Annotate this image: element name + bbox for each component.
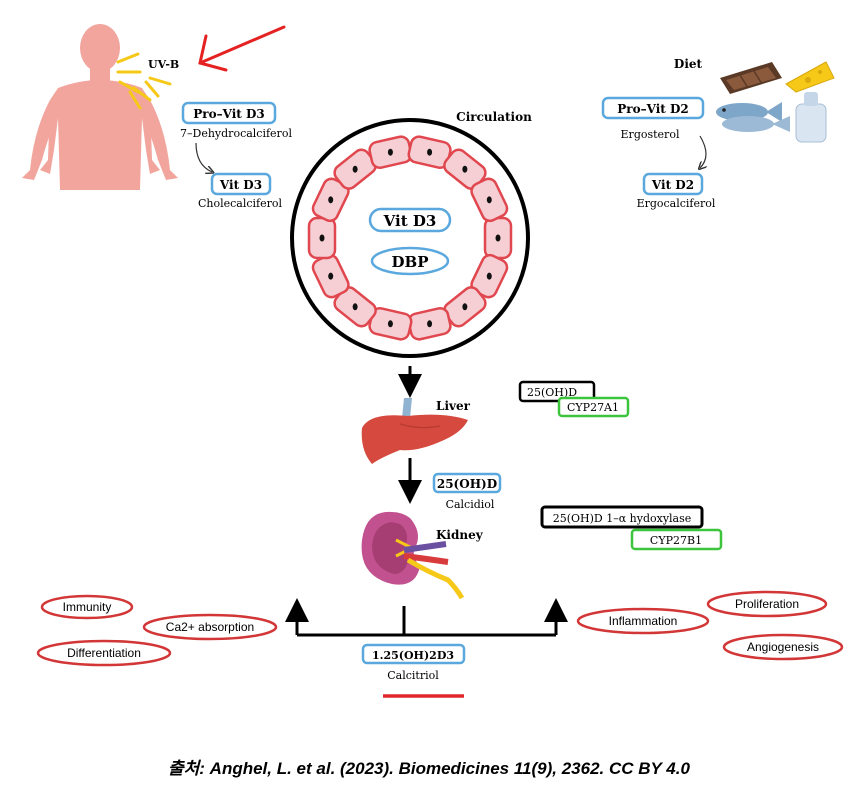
effect-ellipse-differentiation [36, 639, 172, 667]
calcidiol-box [432, 472, 502, 494]
pro-vit-d2-box [601, 96, 705, 120]
calcidiol-formula: 25(OH)D [437, 477, 497, 491]
chocolate-icon [720, 62, 782, 94]
liver-enzyme: CYP27A1 [567, 401, 619, 414]
d3-conversion-arrow [195, 142, 212, 172]
pro-vit-d2-name: Ergosterol [621, 128, 680, 141]
effect-ellipse-immunity [40, 594, 134, 620]
kidney-enzyme: CYP27B1 [650, 534, 702, 547]
effect-proliferation: Proliferation [735, 597, 799, 611]
effect-ca-absorption: Ca2+ absorption [166, 620, 254, 634]
pro-vit-d3-name: 7–Dehydrocalciferol [180, 127, 292, 140]
liver-enzyme-substrate-box [518, 380, 596, 403]
kidney-enzyme-box [630, 528, 723, 551]
effect-ellipse-angiogenesis [722, 633, 844, 661]
effect-ellipse-ca-absorption [142, 613, 278, 641]
liver-enzyme-box [557, 396, 630, 418]
vit-d3-box [210, 172, 272, 196]
calcitriol-box [361, 643, 466, 665]
fish-icon [716, 102, 790, 132]
uvb-label: UV-B [148, 58, 179, 71]
vit-d2-label: Vit D2 [651, 178, 694, 192]
kidney-enzyme-substrate-box [540, 505, 704, 529]
blood-cell-nucleus [462, 303, 468, 311]
blood-cell-nucleus [387, 148, 393, 156]
milk-bottle-icon [795, 92, 827, 143]
red-arrow-icon [198, 25, 286, 72]
vit-d2-name: Ergocalciferol [637, 197, 716, 210]
blood-cell-nucleus [352, 303, 358, 311]
circulation-label: Circulation [456, 110, 532, 124]
blood-cell-nucleus [486, 272, 492, 280]
calcitriol-formula: 1.25(OH)2D3 [372, 649, 454, 662]
blood-cell-nucleus [427, 320, 433, 328]
calcidiol-name: Calcidiol [446, 498, 495, 511]
pro-vit-d2-label: Pro–Vit D2 [617, 102, 688, 116]
blood-cell-nucleus [462, 165, 468, 173]
blood-cell-nucleus [328, 196, 334, 204]
liver-label: Liver [436, 399, 471, 413]
circulation-vit-d3-box [368, 207, 452, 233]
blood-cell-nucleus [328, 272, 334, 280]
circulation-vit-d3-label: Vit D3 [383, 212, 437, 230]
effect-ellipse-proliferation [706, 590, 828, 618]
diet-label: Diet [674, 57, 703, 71]
effect-ellipse-inflammation [576, 607, 710, 635]
blood-cell-nucleus [495, 234, 501, 242]
dbp-label: DBP [392, 253, 429, 271]
effect-immunity: Immunity [63, 600, 112, 614]
blood-cell-nucleus [427, 148, 433, 156]
blood-cell-nucleus [387, 320, 393, 328]
effect-inflammation: Inflammation [609, 614, 678, 628]
vit-d2-box [642, 172, 704, 196]
vit-d3-label: Vit D3 [219, 178, 262, 192]
blood-cell-nucleus [352, 165, 358, 173]
citation: 출처: Anghel, L. et al. (2023). Biomedicin… [168, 759, 690, 778]
pro-vit-d3-box [181, 101, 277, 125]
kidney-enzyme-substrate: 25(OH)D 1–α hydoxylase [553, 512, 692, 525]
effects-branch [285, 598, 568, 637]
dbp-ellipse [370, 246, 450, 276]
calcitriol-name: Calcitriol [387, 669, 439, 682]
cheese-icon [785, 61, 835, 93]
kidney-label: Kidney [436, 528, 484, 542]
d2-conversion-arrow [700, 135, 706, 168]
liver-enzyme-substrate: 25(OH)D [527, 386, 577, 399]
effect-angiogenesis: Angiogenesis [747, 640, 819, 654]
pro-vit-d3-label: Pro–Vit D3 [193, 107, 264, 121]
blood-cell-nucleus [486, 196, 492, 204]
effect-differentiation: Differentiation [67, 646, 141, 660]
liver-icon [361, 398, 468, 464]
blood-cell-nucleus [319, 234, 325, 242]
vit-d3-name: Cholecalciferol [198, 197, 283, 210]
blood-vessel-icon [290, 118, 530, 358]
sun-ray-icon [116, 52, 172, 110]
kidney-icon [361, 511, 465, 600]
human-body-icon [22, 24, 178, 190]
